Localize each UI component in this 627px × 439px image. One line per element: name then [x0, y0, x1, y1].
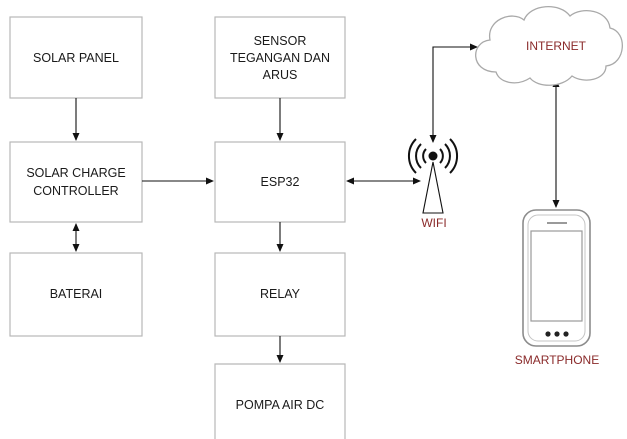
esp32-block: ESP32 — [214, 141, 346, 223]
sensor-label-line1: SENSOR — [254, 34, 307, 48]
solar-panel-block: SOLAR PANEL — [9, 16, 143, 99]
solar-panel-label: SOLAR PANEL — [33, 51, 119, 65]
pompa-label: POMPA AIR DC — [236, 398, 325, 412]
esp32-label: ESP32 — [261, 175, 300, 189]
baterai-block: BATERAI — [9, 252, 143, 337]
relay-label: RELAY — [260, 287, 301, 301]
sensor-label-line2: TEGANGAN DAN — [230, 51, 330, 65]
sensor-label-line3: ARUS — [263, 68, 298, 82]
scc-label-line1: SOLAR CHARGE — [26, 166, 125, 180]
baterai-label: BATERAI — [50, 287, 103, 301]
pompa-air-dc-block: POMPA AIR DC — [214, 363, 346, 439]
wifi-tower-icon — [407, 138, 459, 214]
wifi-label: WIFI — [421, 216, 446, 230]
cloud-icon — [475, 5, 623, 86]
relay-block: RELAY — [214, 252, 346, 337]
internet-label: INTERNET — [526, 39, 587, 53]
smartphone-label: SMARTPHONE — [515, 353, 599, 367]
solar-charge-controller-block: SOLAR CHARGE CONTROLLER — [9, 141, 143, 223]
sensor-block: SENSOR TEGANGAN DAN ARUS — [214, 16, 346, 99]
scc-label-line2: CONTROLLER — [33, 184, 118, 198]
arrow-wifi-internet — [429, 43, 478, 143]
smartphone-icon — [522, 209, 591, 347]
